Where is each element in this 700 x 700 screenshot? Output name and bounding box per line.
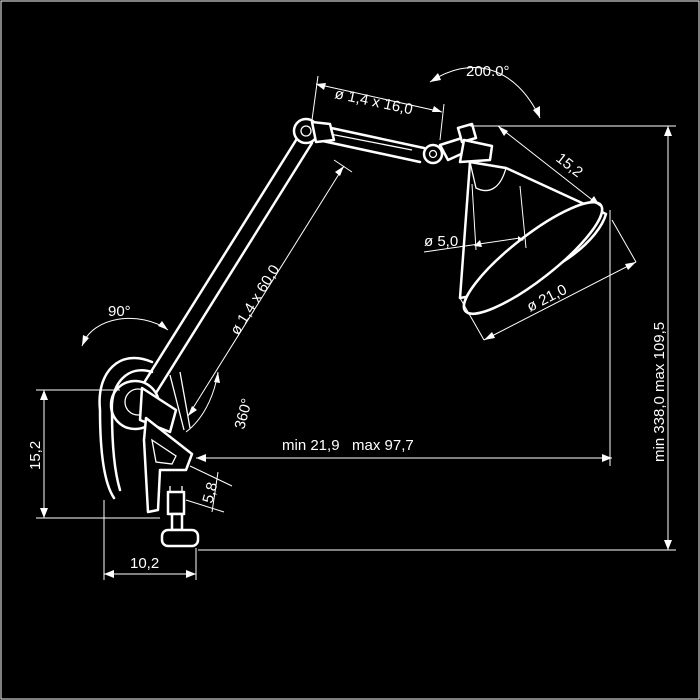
lower-arm: [140, 135, 314, 395]
lamp-drawing: [98, 117, 608, 548]
clamp-width-dimension: 10,2: [103, 500, 197, 580]
socket-diameter-label: ø 5,0: [424, 233, 458, 250]
clamp-opening-label: 5,8: [199, 480, 221, 505]
reach-label: min 21,9 max 97,7: [282, 437, 414, 454]
clamp-opening-dimension: 5,8: [185, 465, 233, 513]
arm-angle-dimension: 90°: [81, 303, 169, 347]
arm-angle-label: 90°: [108, 303, 131, 320]
total-height-dimension: min 338,0 max 109,5: [198, 125, 676, 551]
lamp-shade: [458, 160, 608, 315]
upper-arm: [316, 124, 426, 164]
shade-depth-label: 15,2: [553, 150, 586, 181]
table-clamp: [142, 416, 200, 548]
curved-bracket: [98, 356, 154, 500]
total-height-label: min 338,0 max 109,5: [651, 322, 668, 462]
clamp-width-label: 10,2: [130, 555, 159, 572]
base-joint: [109, 379, 178, 434]
clamp-height-dimension: 15,2: [27, 389, 160, 519]
lower-arm-dimension: ø 1,4 x 60,0: [187, 159, 353, 417]
clamp-height-label: 15,2: [27, 441, 44, 470]
base-rotation-label: 360°: [231, 397, 255, 431]
socket-diameter-dimension: ø 5,0: [423, 183, 527, 253]
rotation-head-label: 200.0°: [466, 63, 510, 80]
reach-dimension: min 21,9 max 97,7: [196, 210, 612, 466]
rotation-head-dimension: 200.0°: [429, 63, 541, 119]
upper-arm-label: ø 1,4 x 16,0: [333, 85, 414, 118]
lower-arm-label: ø 1,4 x 60,0: [227, 262, 283, 338]
head-joint: [422, 122, 494, 165]
elbow-joint: [292, 117, 336, 145]
